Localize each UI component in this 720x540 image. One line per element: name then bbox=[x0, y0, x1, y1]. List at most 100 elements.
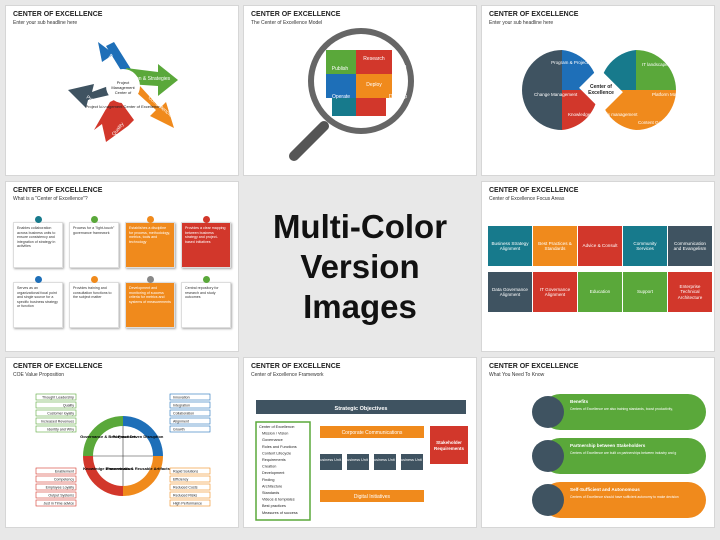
svg-text:Center of: Center of bbox=[590, 84, 612, 90]
slide-subtitle: Center of Excellence Focus Areas bbox=[489, 196, 565, 202]
value-label: Competency bbox=[54, 478, 74, 482]
slide-title: CENTER OF EXCELLENCE bbox=[489, 11, 579, 18]
item-body: Centers of Excellence are built on partn… bbox=[570, 451, 676, 455]
value-label: Increased Revenues bbox=[41, 420, 74, 424]
framework-list-item: Requirements bbox=[262, 458, 286, 462]
deploy-label: Deploy bbox=[366, 82, 382, 88]
slide-title: CENTER OF EXCELLENCE bbox=[489, 363, 579, 370]
business-unit-box bbox=[401, 454, 423, 470]
item-heading: Self-Sufficient and Autonomous bbox=[570, 487, 640, 492]
framework-list-item: Creation bbox=[262, 465, 276, 469]
slide-subtitle: COE Value Proposition bbox=[13, 372, 65, 378]
slide-thumbnail-8[interactable]: CENTER OF EXCELLENCE What You Need To Kn… bbox=[481, 357, 715, 528]
business-unit-label: Business Unit C bbox=[371, 458, 398, 462]
framework-list-item: Center of Excellence: bbox=[259, 425, 295, 429]
slide-subtitle: The Center of Excellence Model bbox=[251, 20, 323, 26]
value-label-box bbox=[35, 401, 77, 409]
quadrant-3: Knowledge Dissemination bbox=[83, 466, 133, 471]
item-body: Centers of Excellence should have suffic… bbox=[570, 495, 679, 499]
item-icon bbox=[532, 440, 564, 472]
value-label-box bbox=[169, 425, 211, 433]
svg-text:Excellence: Excellence bbox=[588, 90, 614, 96]
value-label-box bbox=[169, 417, 211, 425]
svg-text:Stakeholder: Stakeholder bbox=[436, 440, 462, 445]
pin-icon bbox=[91, 276, 98, 283]
sticky-note: Provides a clear mapping between busines… bbox=[181, 222, 231, 268]
value-label: Quality bbox=[63, 404, 74, 408]
value-label-box bbox=[35, 425, 77, 433]
slide-title: CENTER OF EXCELLENCE bbox=[13, 187, 103, 194]
value-label: Efficiency bbox=[173, 478, 189, 482]
business-unit-label: Business Unit D bbox=[398, 458, 425, 462]
focus-area-tile: Communication and Evangelism bbox=[668, 226, 712, 266]
framework-list-item: Roles and Functions bbox=[262, 445, 297, 449]
slide-title: CENTER OF EXCELLENCE bbox=[251, 11, 341, 18]
slide-thumbnail-5[interactable]: CENTER OF EXCELLENCE Center of Excellenc… bbox=[481, 181, 715, 352]
slide-thumbnail-3[interactable]: CENTER OF EXCELLENCE Enter your sub head… bbox=[481, 5, 715, 176]
slide-subtitle: What is a "Center of Excellence"? bbox=[13, 196, 88, 202]
pin-icon bbox=[91, 216, 98, 223]
value-label: Alignment bbox=[173, 420, 189, 424]
value-label-box bbox=[169, 393, 211, 401]
slide-thumbnail-4[interactable]: CENTER OF EXCELLENCE What is a "Center o… bbox=[5, 181, 239, 352]
value-label-box bbox=[35, 483, 77, 491]
pin-icon bbox=[147, 276, 154, 283]
value-label-box bbox=[35, 467, 77, 475]
value-label: Collaboration bbox=[173, 412, 194, 416]
hub-label: Project Management Center of Excellence bbox=[86, 104, 162, 109]
focus-area-tile: Business Strategy Alignment bbox=[488, 226, 532, 266]
develop-label: Develop bbox=[389, 94, 408, 100]
value-label: Growth bbox=[173, 428, 185, 432]
slide-subtitle: Enter your sub headline here bbox=[13, 20, 78, 26]
value-label: Innovation bbox=[173, 396, 190, 400]
sticky-note: Process for a "light-touch" governance f… bbox=[69, 222, 119, 268]
platform-label: Platform Management bbox=[652, 92, 697, 97]
business-unit-label: Business Unit B bbox=[345, 458, 372, 462]
slide-subtitle: What You Need To Know bbox=[489, 372, 545, 378]
focus-area-tile: Community Services bbox=[623, 226, 667, 266]
program-label: Program & Project Support bbox=[551, 60, 606, 65]
info-band bbox=[542, 394, 706, 430]
value-label-box bbox=[35, 475, 77, 483]
slide-thumbnail-1[interactable]: CENTER OF EXCELLENCE Enter your sub head… bbox=[5, 5, 239, 176]
focus-area-tile: Enterprise Technical Architecture bbox=[668, 272, 712, 312]
focus-area-tile: Advice & Consult bbox=[578, 226, 622, 266]
item-heading: Partnership between Stakeholders bbox=[570, 443, 646, 448]
magnifier-puzzle: Research Publish Learn Deploy Operate De… bbox=[289, 28, 414, 161]
value-label-box bbox=[35, 409, 77, 417]
knowledge-label: Knowledge and skills management bbox=[568, 112, 638, 117]
business-unit-label: Business Unit A bbox=[318, 458, 345, 462]
slide-thumbnail-2[interactable]: CENTER OF EXCELLENCE The Center of Excel… bbox=[243, 5, 477, 176]
value-label: Output Systems bbox=[48, 494, 74, 498]
strategic-objectives: Strategic Objectives bbox=[335, 406, 388, 412]
quadrant-4: Frameworks & Reusable Artifacts bbox=[106, 466, 170, 471]
quadrant-2: Purpose Driven Disruption bbox=[113, 434, 164, 439]
svg-text:Requirements: Requirements bbox=[434, 446, 465, 451]
slide-thumbnail-7[interactable]: CENTER OF EXCELLENCE Center of Excellenc… bbox=[243, 357, 477, 528]
value-label-box bbox=[169, 401, 211, 409]
value-label: Just in Time advice bbox=[43, 502, 74, 506]
value-label: Rapid Solutions bbox=[173, 470, 198, 474]
pin-icon bbox=[203, 216, 210, 223]
framework-list-item: Development bbox=[262, 471, 285, 475]
slide-thumbnail-6[interactable]: CENTER OF EXCELLENCE COE Value Propositi… bbox=[5, 357, 239, 528]
learn-label: Learn bbox=[394, 64, 407, 70]
sticky-note: Enables collaboration across business un… bbox=[13, 222, 63, 268]
sticky-note: Development and monitoring of success cr… bbox=[125, 282, 175, 328]
operate-label: Operate bbox=[332, 94, 350, 100]
framework-list-item: Content Lifecycle bbox=[262, 451, 291, 455]
infinity-diagram: Center of Excellence Program & Project S… bbox=[522, 50, 697, 130]
framework-list-item: Best practices bbox=[262, 504, 286, 508]
framework-list-item: Mission / Vision bbox=[262, 432, 288, 436]
it-label: IT landscape bbox=[642, 62, 668, 67]
item-icon bbox=[532, 484, 564, 516]
digital-initiatives: Digital Initiatives bbox=[354, 494, 391, 500]
framework-list-item: Measures of success bbox=[262, 511, 298, 515]
sticky-note: Central repository for research and stud… bbox=[181, 282, 231, 328]
item-icon bbox=[532, 396, 564, 428]
framework-list-item: Standards bbox=[262, 491, 279, 495]
center-title: Multi-Color Version Images bbox=[272, 207, 448, 325]
